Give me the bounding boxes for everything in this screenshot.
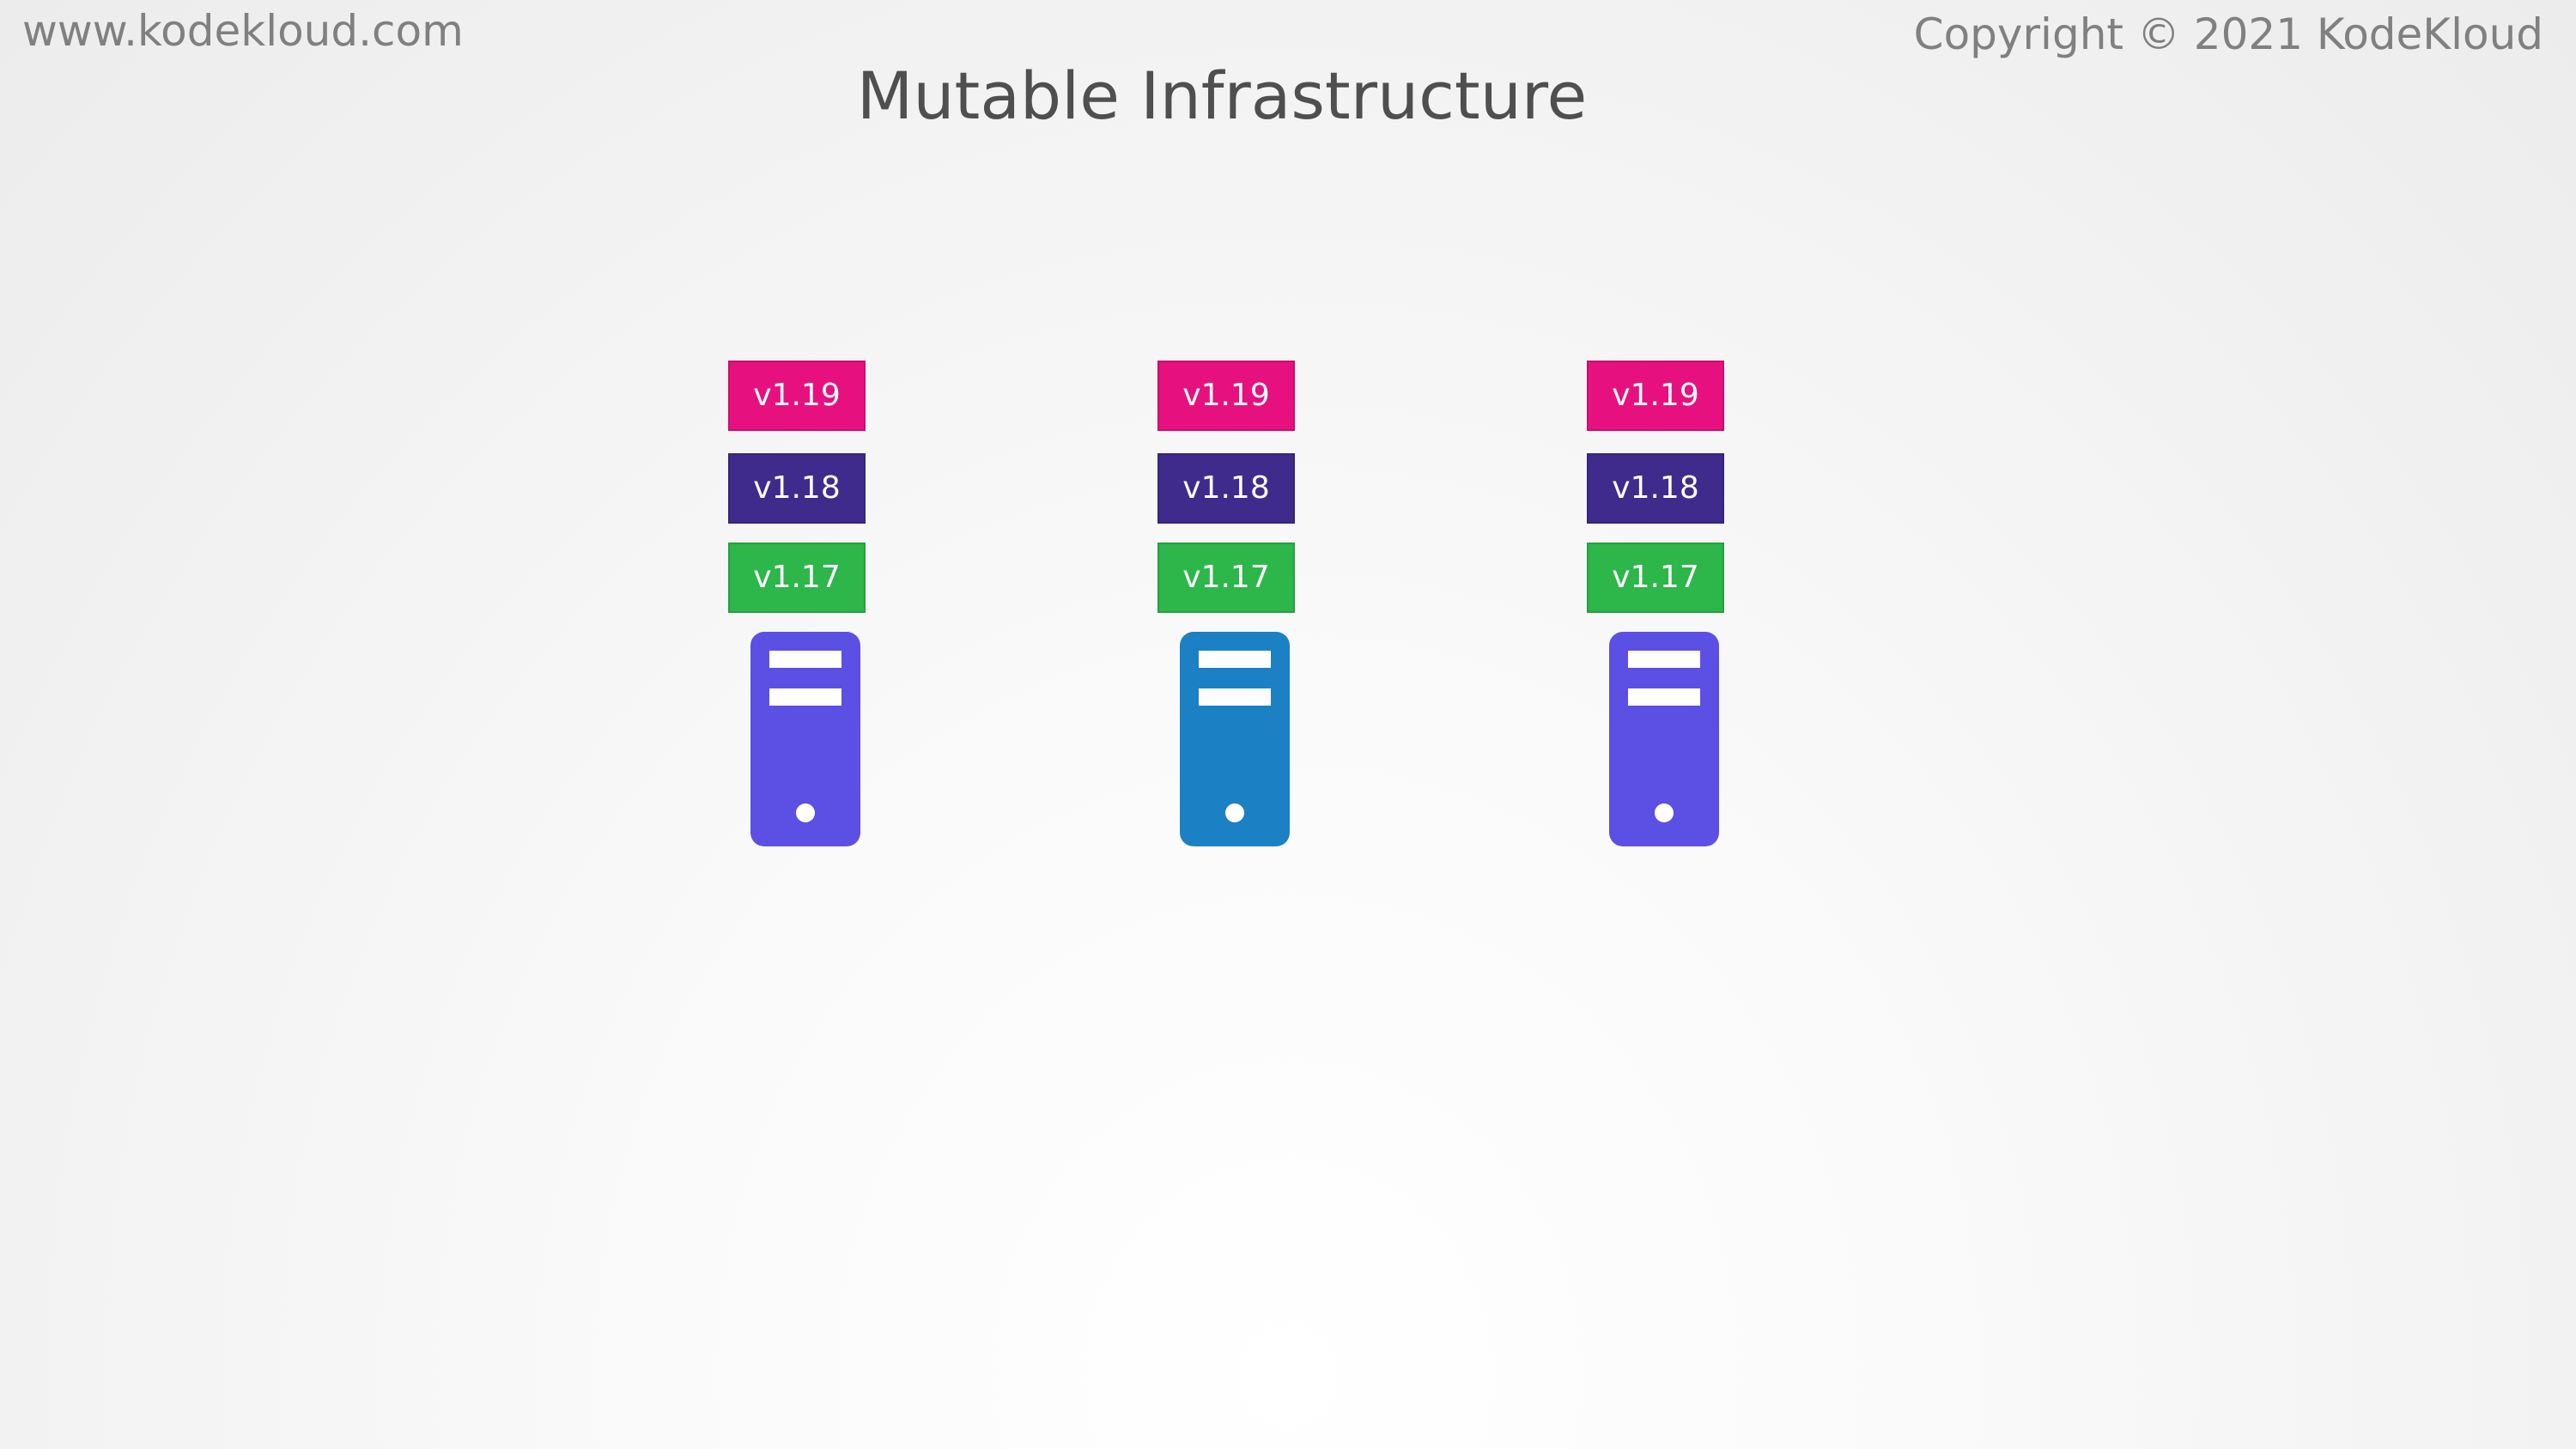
drive-slot bbox=[769, 651, 841, 668]
version-badge-v1-18: v1.18 bbox=[728, 453, 866, 524]
drive-slot bbox=[1628, 688, 1700, 706]
version-badge-v1-17: v1.17 bbox=[1157, 543, 1295, 613]
version-badge-v1-19: v1.19 bbox=[1157, 361, 1295, 431]
copyright-notice: Copyright © 2021 KodeKloud bbox=[1913, 9, 2543, 59]
website-url: www.kodekloud.com bbox=[22, 6, 464, 56]
server-icon bbox=[1180, 632, 1290, 846]
power-light bbox=[796, 803, 815, 822]
power-light bbox=[1655, 803, 1674, 822]
drive-slot bbox=[769, 688, 841, 706]
version-badge-v1-18: v1.18 bbox=[1587, 453, 1724, 524]
page-title: Mutable Infrastructure bbox=[856, 58, 1588, 134]
drive-slot bbox=[1199, 651, 1271, 668]
server-icon bbox=[750, 632, 860, 846]
version-badge-v1-17: v1.17 bbox=[1587, 543, 1724, 613]
power-light bbox=[1225, 803, 1244, 822]
version-badge-v1-19: v1.19 bbox=[728, 361, 866, 431]
version-badge-v1-18: v1.18 bbox=[1157, 453, 1295, 524]
version-badge-v1-19: v1.19 bbox=[1587, 361, 1724, 431]
server-icon bbox=[1609, 632, 1719, 846]
drive-slot bbox=[1628, 651, 1700, 668]
version-badge-v1-17: v1.17 bbox=[728, 543, 866, 613]
drive-slot bbox=[1199, 688, 1271, 706]
